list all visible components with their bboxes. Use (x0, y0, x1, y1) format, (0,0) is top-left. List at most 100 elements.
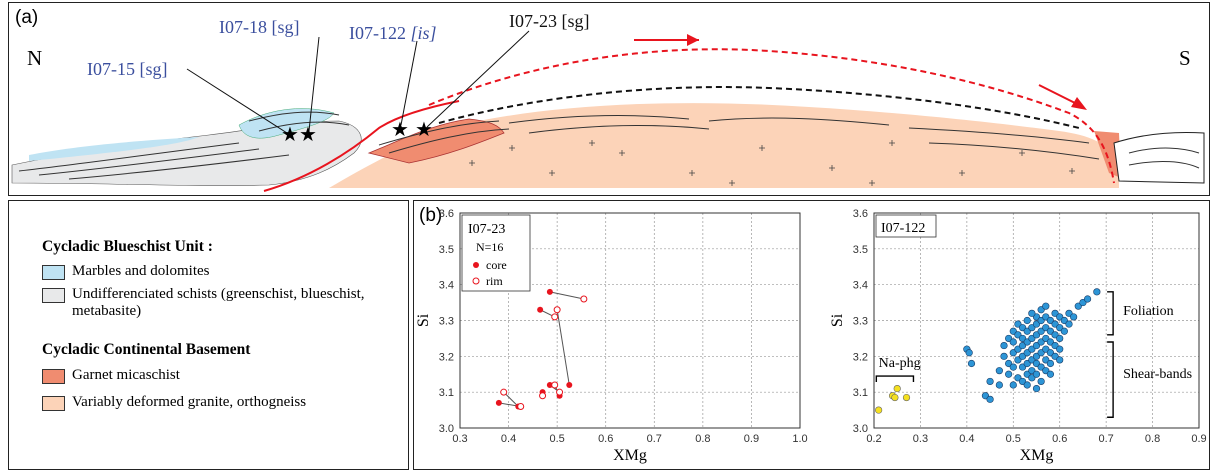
y-tick-label: 3.5 (853, 244, 868, 256)
phengite-point (986, 377, 994, 386)
garnet-micaschist-unit (367, 118, 505, 164)
shear-sense-arrowhead-right (1071, 97, 1087, 110)
legend-core-label: core (486, 258, 507, 272)
x-tick-label: 1.0 (792, 433, 807, 445)
core-rim-tie-line (549, 291, 584, 300)
detachment-dashed-red (428, 48, 1115, 184)
phengite-point (995, 367, 1003, 375)
legend-label: Marbles and dolomites (72, 263, 210, 279)
core-rim-tie-line (556, 309, 570, 386)
phengite-point (1056, 345, 1064, 353)
chart-title: I07-23 (468, 222, 505, 237)
rim-point (553, 306, 561, 314)
star-icon: ★ (415, 119, 433, 141)
x-tick-label: 0.5 (1006, 433, 1021, 445)
phengite-point (1065, 320, 1073, 328)
phengite-charts: (b) 0.3 0.4 0.5 0.6 0.7 0.8 0.9 1.0 3.0 3.1 3.2 3.3… (415, 205, 1207, 464)
x-tick-label: 0.7 (1098, 433, 1113, 445)
foliation-lines (18, 111, 1200, 180)
granite-orthogneiss-unit (329, 103, 1119, 188)
sample-labels: I07-15 [sg] I07-18 [sg] I07-122 [is] I07-23… (87, 11, 590, 79)
foliation-bracket (1107, 291, 1114, 336)
phengite-point (967, 359, 976, 368)
sample-type: [is] (411, 23, 437, 43)
sample-name: I07-23 (509, 11, 562, 31)
granite-swatch (42, 396, 65, 411)
x-axis-label: XMg (1020, 447, 1054, 464)
sample-type: [sg] (562, 11, 590, 31)
shear-bands-label: Shear-bands (1123, 367, 1192, 382)
core-point (566, 382, 573, 388)
sample-type: [sg] (140, 59, 168, 79)
chart-title-box (875, 214, 937, 238)
y-tick-label: 3.0 (853, 423, 868, 435)
phengite-point (1032, 384, 1041, 393)
legend-item-schists: Undifferenciated schists (greenschist, b… (42, 286, 372, 320)
sample-label: I07-122 [is] (349, 23, 437, 43)
y-tick-label: 3.3 (439, 316, 454, 328)
sample-name: I07-122 (349, 23, 411, 43)
x-tick-label: 0.5 (549, 433, 564, 445)
south-label: S (1179, 46, 1191, 70)
marbles-dolomites-unit-2 (29, 137, 199, 161)
rim-point (580, 295, 588, 303)
y-tick-label: 3.6 (439, 208, 454, 220)
y-axis-label: Si (829, 313, 846, 327)
x-tick-label: 0.8 (695, 433, 710, 445)
panel-a-label: (a) (15, 7, 38, 28)
x-tick-label: 0.9 (1191, 433, 1206, 445)
phengite-point (1042, 302, 1050, 310)
phengite-point (1093, 288, 1101, 296)
x-tick-label: 0.3 (452, 433, 467, 445)
na-phg-label: Na-phg (879, 356, 921, 371)
chart-legend-box (461, 214, 531, 292)
legend-label: Undifferenciated schists (greenschist, b… (72, 286, 365, 319)
schists-swatch (42, 288, 65, 303)
detachment-dashed-black (438, 86, 1080, 129)
shear-sense-arrowhead-top (687, 34, 699, 46)
rim-point (517, 403, 525, 410)
na-phg-bracket (875, 375, 915, 383)
phengite-point (1023, 316, 1031, 325)
sample-name: I07-18 (219, 17, 272, 37)
phengite-point (1009, 338, 1017, 346)
x-tick-label: 0.8 (1145, 433, 1160, 445)
y-tick-label: 3.5 (439, 244, 454, 256)
rim-point (500, 388, 508, 396)
x-tick-label: 0.4 (501, 433, 516, 445)
legend-item-micaschist: Garnet micaschist (42, 367, 180, 384)
phengite-point (1023, 381, 1031, 389)
marbles-swatch (42, 265, 65, 280)
core-point (495, 399, 502, 406)
phengite-point (965, 349, 973, 357)
na-phengite-point (893, 384, 901, 393)
star-icon: ★ (299, 124, 317, 146)
rim-point (551, 381, 559, 389)
sample-label: I07-23 [sg] (509, 11, 590, 31)
rim-point (551, 313, 559, 321)
legend-label: Garnet micaschist (72, 367, 180, 383)
sample-stars: ★ ★ ★ ★ (281, 119, 433, 146)
y-tick-label: 3.6 (853, 208, 868, 220)
legend-panel: Cycladic Blueschist Unit : Marbles and d… (8, 200, 409, 470)
phengite-point (1070, 313, 1078, 321)
x-tick-label: 0.4 (959, 433, 974, 445)
y-tick-label: 3.1 (853, 387, 868, 399)
rim-point (556, 388, 564, 396)
sample-leader-lines (186, 30, 530, 134)
panel-b-label: (b) (419, 205, 442, 226)
y-tick-label: 3.2 (439, 351, 454, 363)
foliation-label: Foliation (1123, 304, 1174, 319)
y-axis-label: Si (415, 313, 432, 327)
sample-name: I07-15 (87, 59, 140, 79)
na-phengite-point (875, 406, 883, 414)
legend-core-marker (473, 262, 479, 268)
x-tick-label: 0.7 (647, 433, 662, 445)
phengite-point (1046, 359, 1055, 368)
phengite-point (1046, 370, 1055, 378)
cross-section-panel: ★ ★ ★ ★ (a) N S I07-15 [sg]I07-18 [sg]I0… (8, 2, 1210, 196)
core-point (537, 306, 544, 313)
core-point (546, 382, 553, 388)
x-tick-label: 0.6 (1052, 433, 1067, 445)
